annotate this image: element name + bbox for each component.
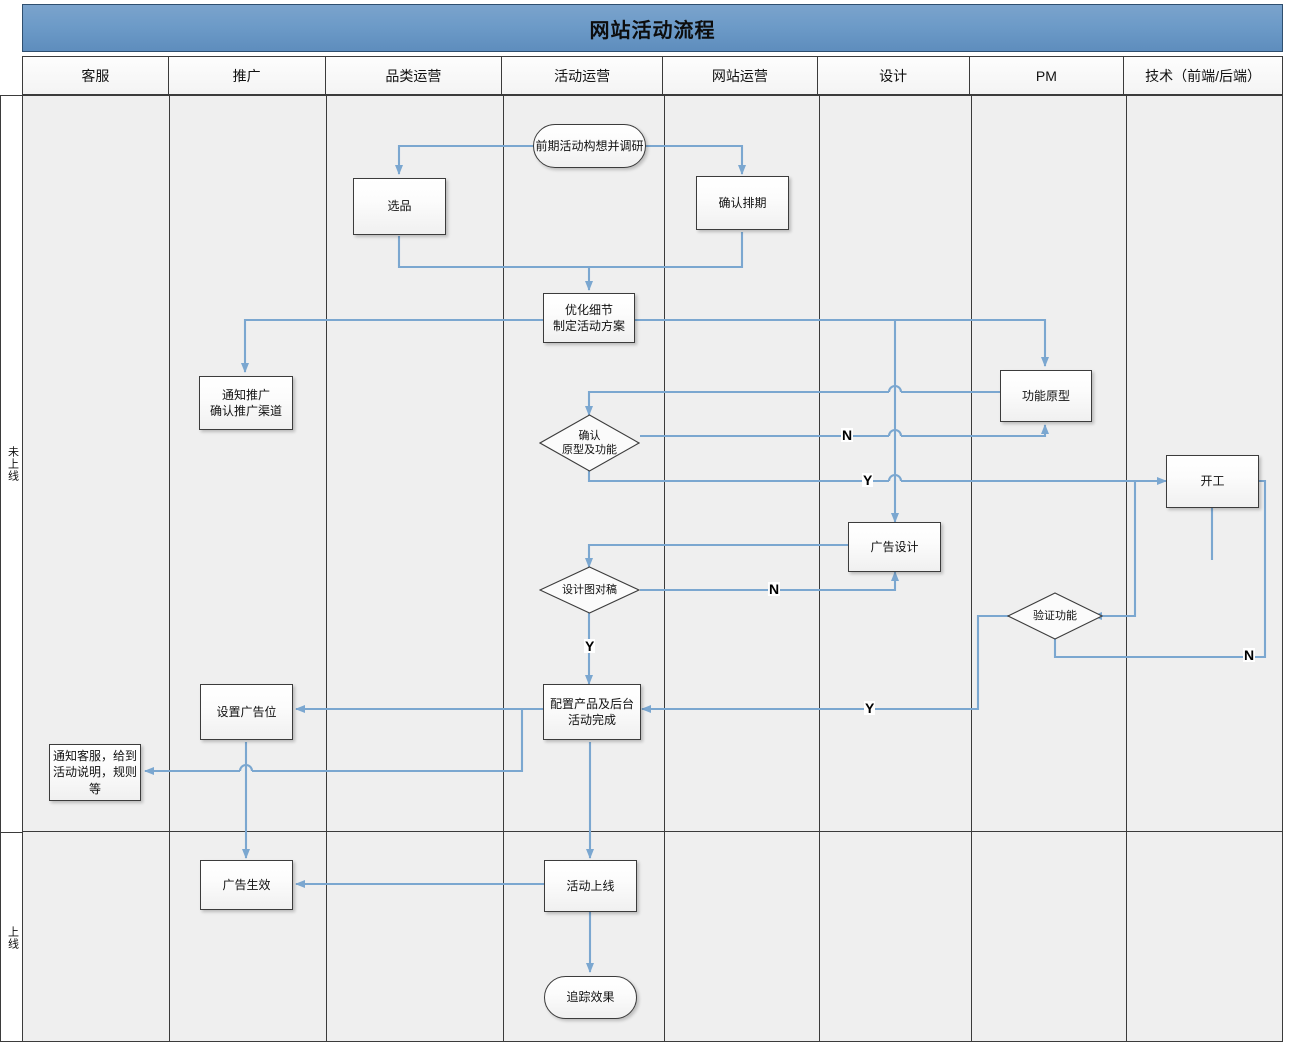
node-label: 前期活动构想并调研 — [535, 138, 644, 153]
node-optimize-plan[interactable]: 优化细节 制定活动方案 — [543, 293, 635, 343]
lane-header-design: 设计 — [817, 57, 970, 94]
edge-label-verify-yes: Y — [864, 700, 876, 716]
node-label: 开工 — [1200, 474, 1225, 489]
lane-divider-1 — [169, 96, 170, 1041]
node-select-products[interactable]: 选品 — [353, 178, 446, 235]
lane-header-pm: PM — [969, 57, 1125, 94]
lane-header-category: 品类运营 — [325, 57, 503, 94]
node-label: 验证功能 — [1033, 609, 1077, 622]
node-label-wrap: 设计图对稿 — [539, 583, 640, 597]
edge-label-design-no: N — [768, 581, 781, 597]
lane-divider-3 — [503, 96, 504, 1041]
node-label-line2: 活动完成 — [567, 713, 616, 727]
node-notify-promo[interactable]: 通知推广 确认推广渠道 — [199, 376, 293, 430]
node-notify-cs[interactable]: 通知客服，给到 活动说明，规则等 — [49, 744, 141, 801]
lane-label-design: 设计 — [879, 67, 908, 84]
node-label-line1: 优化细节 — [564, 302, 613, 317]
diagram-title-bar: 网站活动流程 — [22, 4, 1283, 52]
lane-header-tech: 技术（前端/后端） — [1124, 57, 1282, 94]
lane-header-cs: 客服 — [23, 57, 169, 94]
lane-divider-4 — [664, 96, 665, 1041]
node-activity-launch[interactable]: 活动上线 — [544, 860, 637, 912]
lane-divider-2 — [326, 96, 327, 1041]
lane-header-site: 网站运营 — [662, 57, 818, 94]
node-ad-live[interactable]: 广告生效 — [200, 860, 293, 910]
node-label-wrap: 验证功能 — [1007, 609, 1103, 623]
node-label-line1: 通知推广 — [221, 387, 270, 402]
phase-label-live: 上线 — [6, 925, 19, 950]
node-confirm-schedule[interactable]: 确认排期 — [696, 176, 789, 230]
lane-divider-6 — [971, 96, 972, 1041]
lane-label-pm: PM — [1035, 67, 1057, 84]
node-label-line2: 制定活动方案 — [552, 319, 625, 333]
node-verify-function[interactable]: 验证功能 — [1007, 592, 1103, 640]
lane-header-activity: 活动运营 — [502, 57, 663, 94]
node-label-line1: 配置产品及后台 — [549, 696, 634, 711]
edge-label-design-yes: Y — [584, 638, 596, 654]
edge-label-verify-no: N — [1243, 647, 1256, 663]
node-pre-research[interactable]: 前期活动构想并调研 — [533, 124, 646, 168]
node-label-line2: 确认推广渠道 — [209, 404, 282, 418]
lane-label-tech: 技术（前端/后端） — [1145, 67, 1262, 84]
lane-divider-7 — [1126, 96, 1127, 1041]
lane-label-cs: 客服 — [81, 67, 110, 84]
node-label-line2: 活动说明，规则等 — [52, 765, 137, 796]
node-label-wrap: 确认 原型及功能 — [539, 429, 640, 458]
node-label: 广告设计 — [870, 539, 919, 554]
node-set-ad-slot[interactable]: 设置广告位 — [200, 684, 293, 740]
node-function-prototype[interactable]: 功能原型 — [1000, 370, 1092, 422]
node-label: 确认排期 — [718, 195, 767, 210]
lane-label-category: 品类运营 — [385, 67, 442, 84]
node-label: 选品 — [387, 199, 412, 214]
edge-label-confirm-yes: Y — [862, 472, 874, 488]
node-label: 设置广告位 — [216, 704, 277, 719]
node-start-work[interactable]: 开工 — [1166, 455, 1259, 508]
lane-header-row: 客服 推广 品类运营 活动运营 网站运营 设计 PM 技术（前端/后端） — [22, 56, 1283, 95]
node-confirm-prototype[interactable]: 确认 原型及功能 — [539, 414, 640, 472]
lane-divider-5 — [819, 96, 820, 1041]
lane-label-promo: 推广 — [232, 67, 261, 84]
edge-label-confirm-no: N — [841, 427, 854, 443]
node-track-effect[interactable]: 追踪效果 — [544, 976, 637, 1019]
node-label: 追踪效果 — [566, 990, 615, 1005]
lane-header-promo: 推广 — [168, 57, 326, 94]
diagram-title: 网站活动流程 — [589, 19, 716, 42]
node-label-line1: 确认 — [578, 429, 601, 442]
lane-label-site: 网站运营 — [711, 67, 768, 84]
node-label-line1: 通知客服，给到 — [52, 749, 137, 764]
lane-label-activity: 活动运营 — [554, 67, 611, 84]
node-label: 设计图对稿 — [562, 583, 617, 596]
node-label: 功能原型 — [1021, 388, 1070, 403]
phase-column: 未上线 上线 — [0, 95, 24, 1042]
phase-row-divider — [23, 831, 1282, 832]
phase-label-pre: 未上线 — [6, 446, 19, 482]
node-label-line2: 原型及功能 — [562, 444, 617, 456]
node-design-review[interactable]: 设计图对稿 — [539, 566, 640, 614]
phase-divider — [1, 832, 24, 833]
node-configure-backend[interactable]: 配置产品及后台 活动完成 — [543, 684, 641, 740]
node-label: 广告生效 — [222, 877, 271, 892]
node-ad-design[interactable]: 广告设计 — [848, 522, 941, 572]
node-label: 活动上线 — [566, 878, 615, 893]
